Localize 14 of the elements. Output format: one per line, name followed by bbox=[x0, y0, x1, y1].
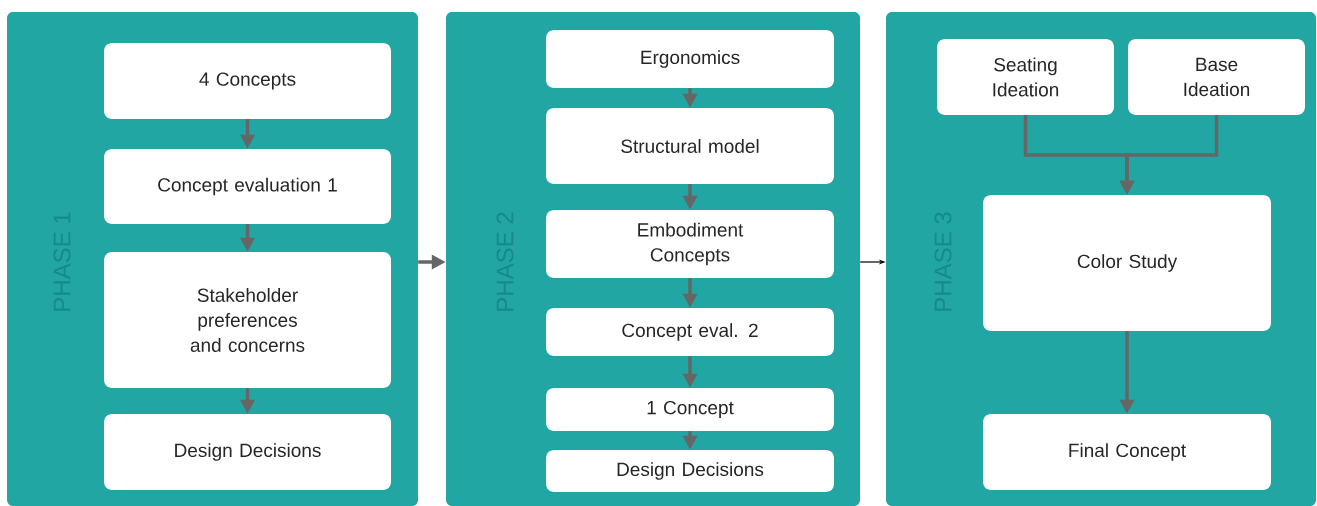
process-box: Base Ideation bbox=[1128, 39, 1305, 115]
process-box: Stakeholder preferences and concerns bbox=[104, 252, 391, 388]
process-box: Concept eval. 2 bbox=[546, 308, 834, 356]
process-box: Final Concept bbox=[983, 414, 1271, 490]
process-box: 4 Concepts bbox=[104, 43, 391, 119]
process-box: Concept evaluation 1 bbox=[104, 149, 391, 224]
process-box: Ergonomics bbox=[546, 30, 834, 88]
process-box: Design Decisions bbox=[104, 414, 391, 490]
process-box: 1 Concept bbox=[546, 388, 834, 431]
process-box: Color Study bbox=[983, 195, 1271, 331]
process-box: Structural model bbox=[546, 108, 834, 184]
process-box: Seating Ideation bbox=[937, 39, 1114, 115]
process-box: Embodiment Concepts bbox=[546, 210, 834, 278]
process-box: Design Decisions bbox=[546, 450, 834, 492]
